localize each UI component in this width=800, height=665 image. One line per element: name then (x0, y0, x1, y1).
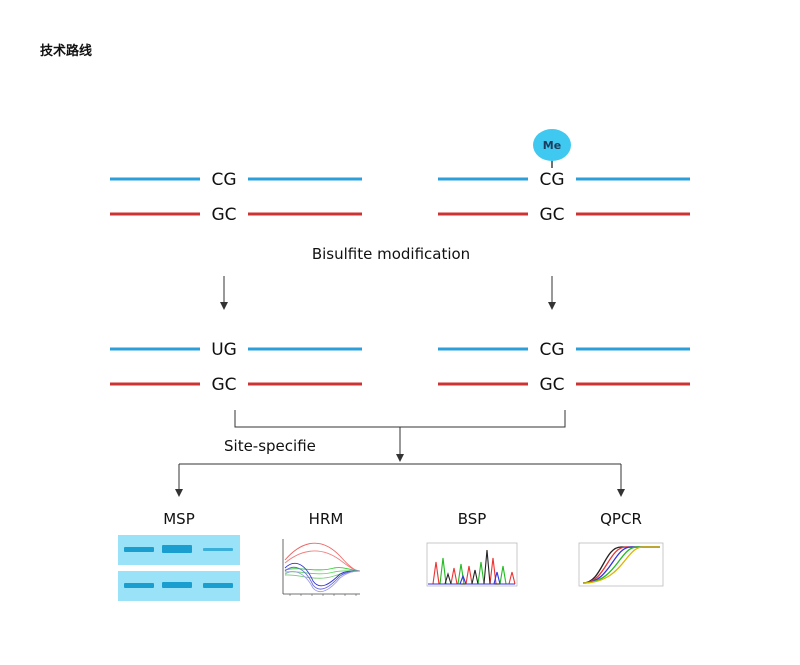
gel-band (162, 545, 192, 553)
trace-black (428, 549, 515, 585)
methyl-group-bubble (533, 129, 571, 161)
methyl-label: Me (543, 139, 561, 152)
trace-blue (428, 571, 515, 585)
bottom-strand-bases: GC (539, 205, 564, 225)
top-strand-bases: CG (211, 170, 236, 190)
method-label-msp: MSP (163, 510, 195, 528)
page-title: 技术路线 (40, 44, 93, 59)
dna-unmethylated-converted: UG GC (110, 340, 362, 395)
gel-band (162, 582, 192, 588)
amplification-curve-yellow (582, 546, 660, 584)
melt-curve-blue (284, 570, 361, 592)
method-label-qpcr: QPCR (600, 510, 642, 528)
dna-methylated-original: CG GC Me (438, 129, 690, 225)
plot-ticks (289, 594, 357, 596)
bottom-strand-bases: GC (211, 375, 236, 395)
gel-band (124, 547, 154, 552)
method-label-hrm: HRM (309, 510, 344, 528)
melt-curve-blue (284, 562, 361, 587)
top-strand-bases: CG (539, 170, 564, 190)
melt-curve-blue (284, 566, 361, 590)
conversion-label: Bisulfite modification (312, 245, 470, 263)
gel-band (203, 548, 233, 551)
dna-methylated-converted: CG GC (438, 340, 690, 395)
analysis-label: Site-specifie (224, 437, 316, 455)
gel-image (118, 535, 240, 601)
bottom-strand-bases: GC (211, 205, 236, 225)
gel-band (124, 583, 154, 588)
sequencing-chromatogram (426, 542, 518, 587)
bottom-strand-bases: GC (539, 375, 564, 395)
method-label-bsp: BSP (458, 510, 487, 528)
dna-unmethylated-original: CG GC (110, 170, 362, 225)
melt-curve-green (284, 567, 361, 572)
gel-band (203, 583, 233, 588)
merge-bracket (234, 410, 566, 428)
amplification-curve-plot (578, 542, 664, 587)
melt-curve-red (284, 550, 361, 572)
top-strand-bases: UG (211, 340, 237, 360)
melt-curve-plot (282, 539, 361, 596)
top-strand-bases: CG (539, 340, 564, 360)
